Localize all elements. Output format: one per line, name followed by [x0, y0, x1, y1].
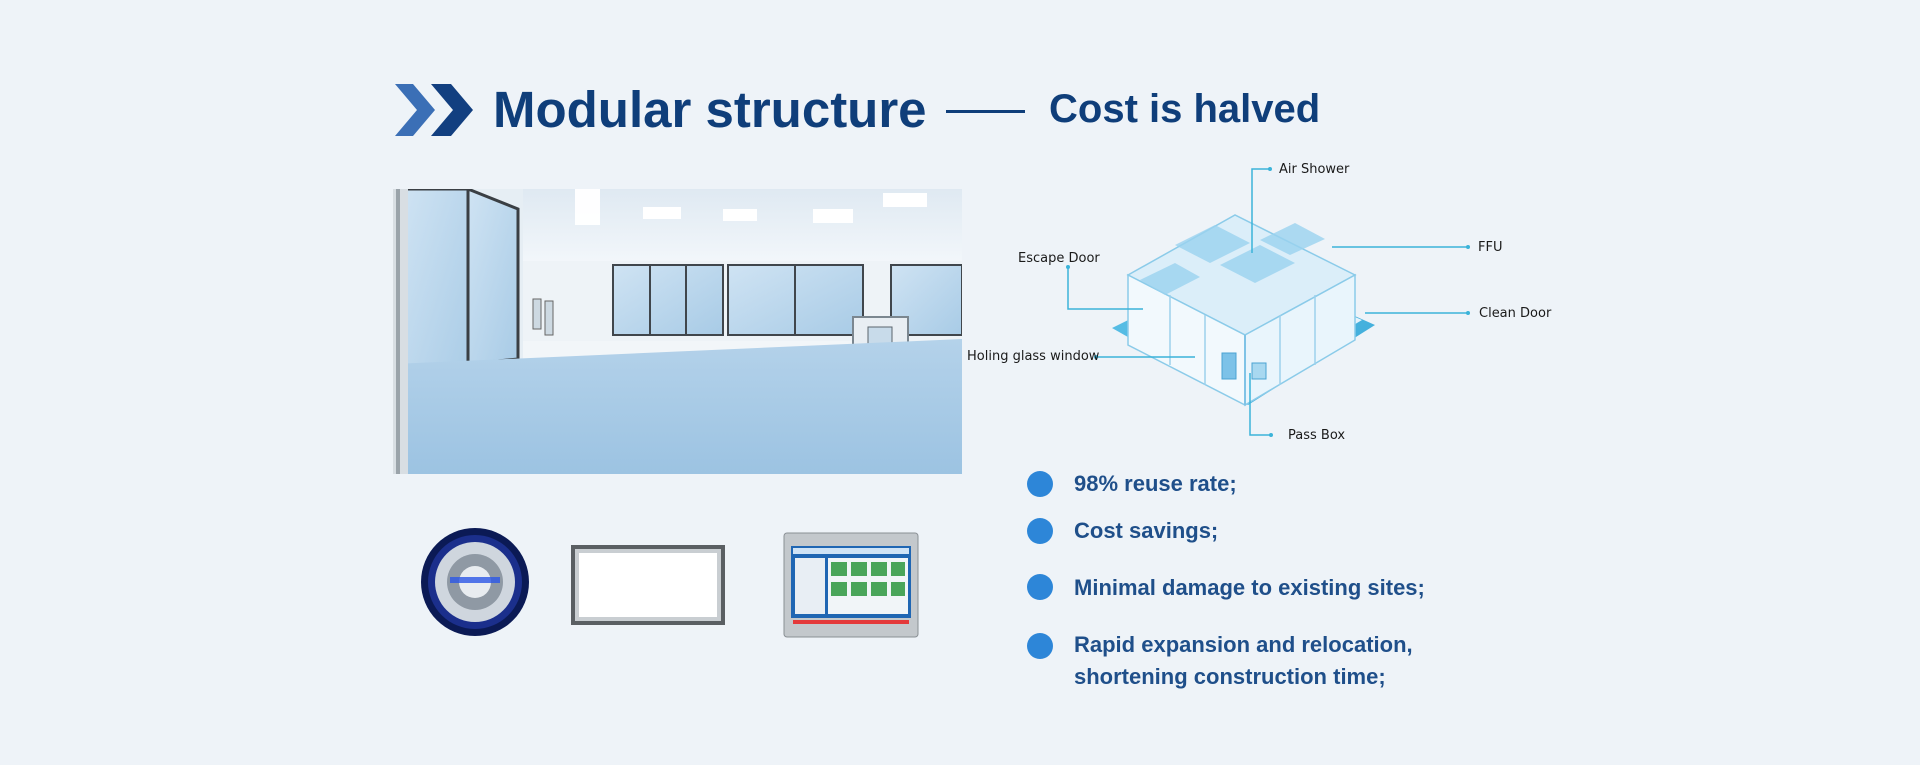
bullet-dot-icon	[1027, 633, 1053, 659]
bullet-dot-icon	[1027, 518, 1053, 544]
control-panel-image	[783, 532, 919, 638]
cleanroom-diagram: Air Shower FFU Escape Door Clean Door Ho…	[960, 155, 1560, 455]
bullet-text-continued: shortening construction time;	[1074, 664, 1386, 689]
bullet-text: 98% reuse rate;	[1074, 471, 1237, 496]
label-clean-door: Clean Door	[1479, 306, 1552, 321]
bullet-dot-icon	[1027, 574, 1053, 600]
page-title: Modular structure	[493, 81, 927, 138]
title-separator	[946, 110, 1025, 113]
bullet-dot-icon	[1027, 471, 1053, 497]
label-air-shower: Air Shower	[1279, 162, 1350, 177]
bullet-text: Rapid expansion and relocation,	[1074, 632, 1413, 657]
ffu-fan-image	[421, 528, 529, 636]
label-escape-door: Escape Door	[1018, 251, 1100, 266]
bullet-text: Minimal damage to existing sites;	[1074, 575, 1425, 600]
chevron-double-right-icon	[395, 84, 473, 136]
cleanroom-photo	[393, 189, 962, 474]
page-subtitle: Cost is halved	[1049, 87, 1321, 131]
bullet-text: Cost savings;	[1074, 518, 1219, 543]
label-pass-box: Pass Box	[1288, 428, 1346, 443]
label-ffu: FFU	[1478, 240, 1503, 255]
led-panel-image	[571, 545, 725, 625]
label-holing-glass-window: Holing glass window	[967, 349, 1100, 364]
